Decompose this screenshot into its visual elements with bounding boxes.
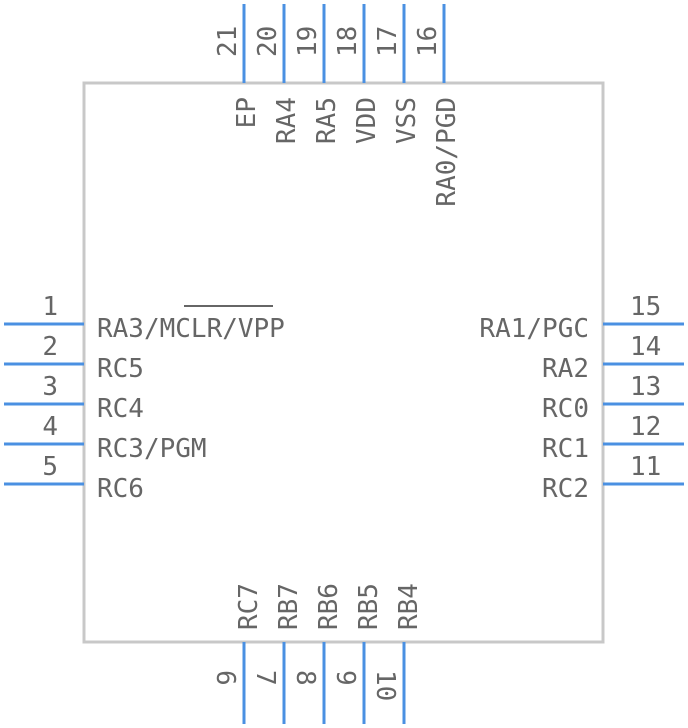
pin-7-number: 7 (250, 670, 280, 686)
pin-10-label: RB4 (394, 583, 424, 630)
pin-19-label: RA5 (312, 97, 342, 144)
pin-1-number: 1 (42, 292, 58, 322)
pin-14-label: RA2 (542, 354, 589, 384)
pin-19-number: 19 (293, 26, 323, 57)
pin-18-number: 18 (333, 26, 363, 57)
pin-3-number: 3 (42, 372, 58, 402)
pin-5-number: 5 (42, 452, 58, 482)
pin-8-number: 8 (290, 670, 320, 686)
pin-13-number: 13 (630, 372, 661, 402)
pin-10-number: 10 (370, 670, 400, 701)
pin-2-label: RC5 (97, 354, 144, 384)
pin-3-label: RC4 (97, 394, 144, 424)
pin-12-label: RC1 (542, 434, 589, 464)
pin-6-label: RC7 (234, 583, 264, 630)
pin-2-number: 2 (42, 332, 58, 362)
pin-9-number: 9 (330, 670, 360, 686)
pin-20-number: 20 (253, 26, 283, 57)
pin-8-label: RB6 (314, 583, 344, 630)
pin-14-number: 14 (630, 332, 661, 362)
pin-18-label: VDD (352, 97, 382, 144)
ic-body (82, 81, 605, 644)
pin-17-label: VSS (392, 97, 422, 144)
pin-5-label: RC6 (97, 474, 144, 504)
pin-15-label: RA1/PGC (479, 314, 589, 344)
pin-11-number: 11 (630, 452, 661, 482)
pin-9-label: RB5 (354, 583, 384, 630)
pin-21-label: EP (232, 97, 262, 128)
pin-12-number: 12 (630, 412, 661, 442)
pin-17-number: 17 (373, 26, 403, 57)
pin-13-label: RC0 (542, 394, 589, 424)
pin-16-number: 16 (413, 26, 443, 57)
pin-4-number: 4 (42, 412, 58, 442)
pin-11-label: RC2 (542, 474, 589, 504)
pin-7-label: RB7 (274, 583, 304, 630)
pin-21-number: 21 (213, 26, 243, 57)
pin-16-label: RA0/PGD (432, 97, 462, 207)
pin-1-label: RA3/MCLR/VPP (97, 314, 285, 344)
pin-4-label: RC3/PGM (97, 434, 207, 464)
pin-15-number: 15 (630, 292, 661, 322)
pin-6-number: 6 (210, 670, 240, 686)
pin-20-label: RA4 (272, 97, 302, 144)
